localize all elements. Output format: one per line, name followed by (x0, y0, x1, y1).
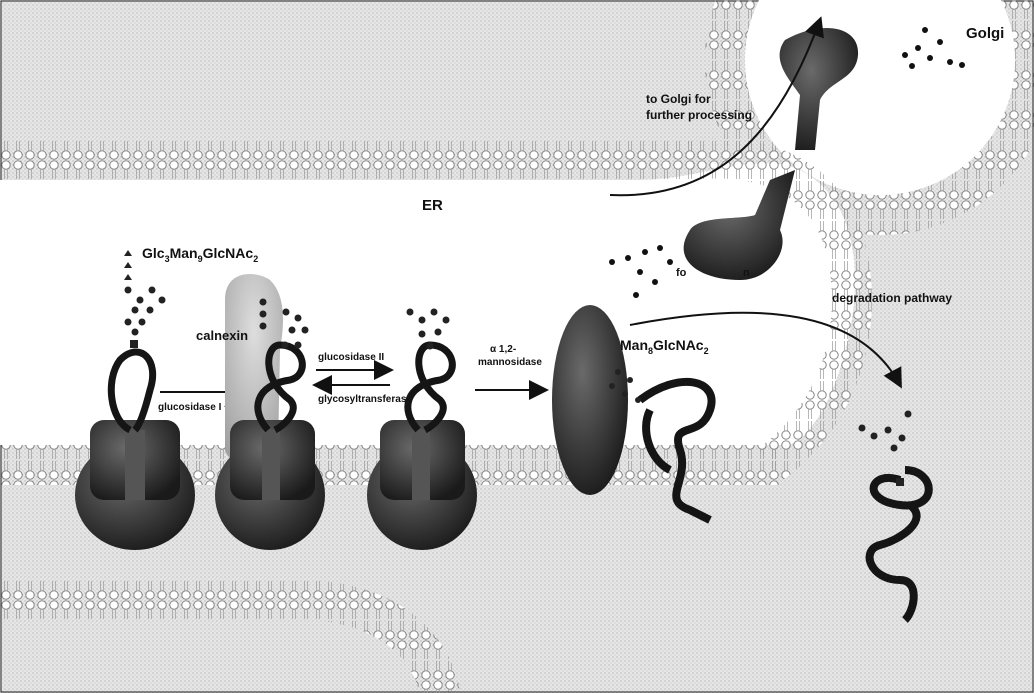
translocon-1 (75, 420, 195, 550)
translocon-2 (215, 420, 325, 550)
mannosidase-label-line2: mannosidase (478, 357, 542, 368)
glucosidase-ii-label: glucosidase II (318, 352, 384, 363)
er-membrane-top (0, 140, 700, 180)
fo-n-fragment-2: n (743, 267, 750, 279)
calnexin-label: calnexin (196, 328, 248, 343)
degradation-label: degradation pathway (832, 291, 952, 305)
glycosyltransferase-label: glycosyltransferase (318, 394, 412, 405)
er-label: ER (422, 197, 443, 214)
to-golgi-label-line2: further processing (646, 108, 752, 122)
to-golgi-label-line1: to Golgi for (646, 92, 711, 106)
translocon-3 (367, 420, 477, 550)
golgi-label: Golgi (966, 25, 1004, 42)
fo-n-fragment-1: fo (676, 267, 687, 279)
mannosidase-label-line1: α 1,2- (490, 344, 516, 355)
erad-lectin (552, 305, 628, 495)
